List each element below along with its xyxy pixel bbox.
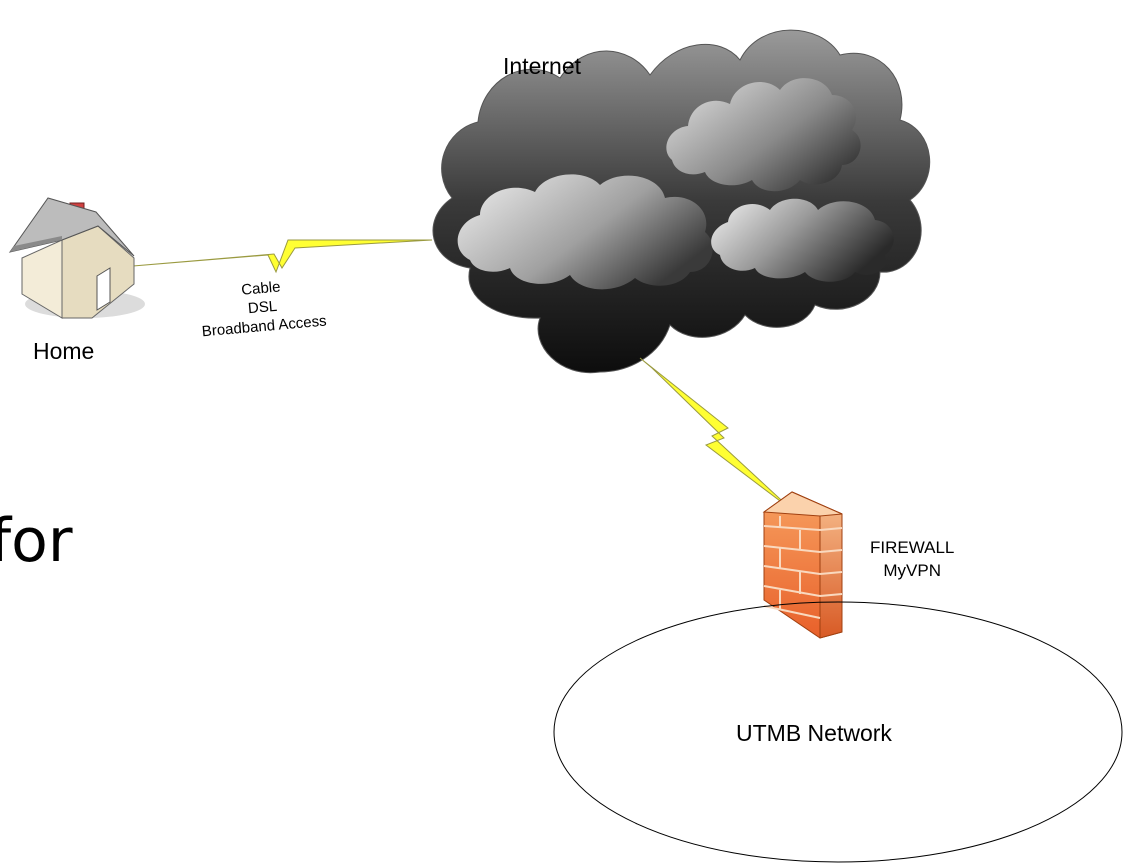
internet-cloud-icon: [432, 29, 931, 374]
home-link-lightning-icon: [132, 239, 433, 274]
internet-label: Internet: [503, 53, 581, 79]
firewall-label: FIREWALL MyVPN: [870, 536, 954, 582]
firewall-link-lightning-icon: [639, 357, 793, 511]
firewall-label-line-2: MyVPN: [883, 561, 941, 580]
network-boundary: [553, 601, 1123, 863]
connection-types-label: Cable DSL Broadband Access: [198, 274, 328, 342]
slide-text-fragment: for: [0, 506, 73, 576]
firewall-label-line-1: FIREWALL: [870, 538, 955, 557]
firewall-icon: [762, 491, 843, 639]
home-label: Home: [33, 338, 95, 364]
house-icon: [8, 197, 145, 319]
network-label: UTMB Network: [736, 720, 892, 746]
